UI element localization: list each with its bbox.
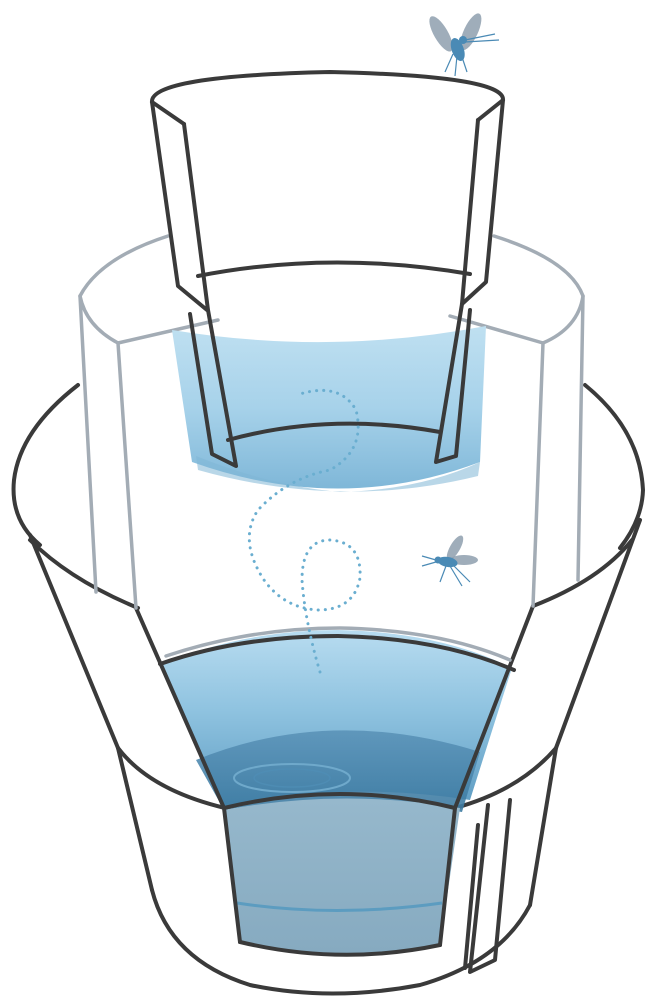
upper-water [172, 326, 486, 492]
middle-chamber-right-wall-inner [533, 343, 543, 606]
mosquito-icon [422, 533, 478, 586]
entry-tube-top-rim-front [152, 102, 184, 124]
upper-water-band [172, 326, 486, 489]
entry-tube-top-rim [152, 72, 503, 102]
outer-bowl-rim-back [14, 385, 78, 545]
mosquito-icon [425, 11, 499, 76]
reservoir-water [224, 798, 460, 954]
outer-bowl-rim-back-right [585, 385, 643, 548]
entry-tube-inner-arc [198, 262, 470, 276]
middle-chamber-rim [80, 236, 218, 343]
middle-chamber-left-wall-inner [118, 343, 136, 608]
middle-chamber-left-wall [80, 296, 96, 592]
outer-bowl-right-side [556, 520, 640, 748]
entry-tube-top-rim-front-right [478, 100, 503, 120]
middle-chamber-right-wall [578, 296, 583, 580]
outer-bowl-rim-front-right [533, 540, 632, 606]
lower-water [136, 606, 533, 955]
entry-tube-left-outer [152, 102, 207, 310]
outer-bowl-left-side [30, 535, 118, 748]
base-left-side [118, 748, 152, 890]
